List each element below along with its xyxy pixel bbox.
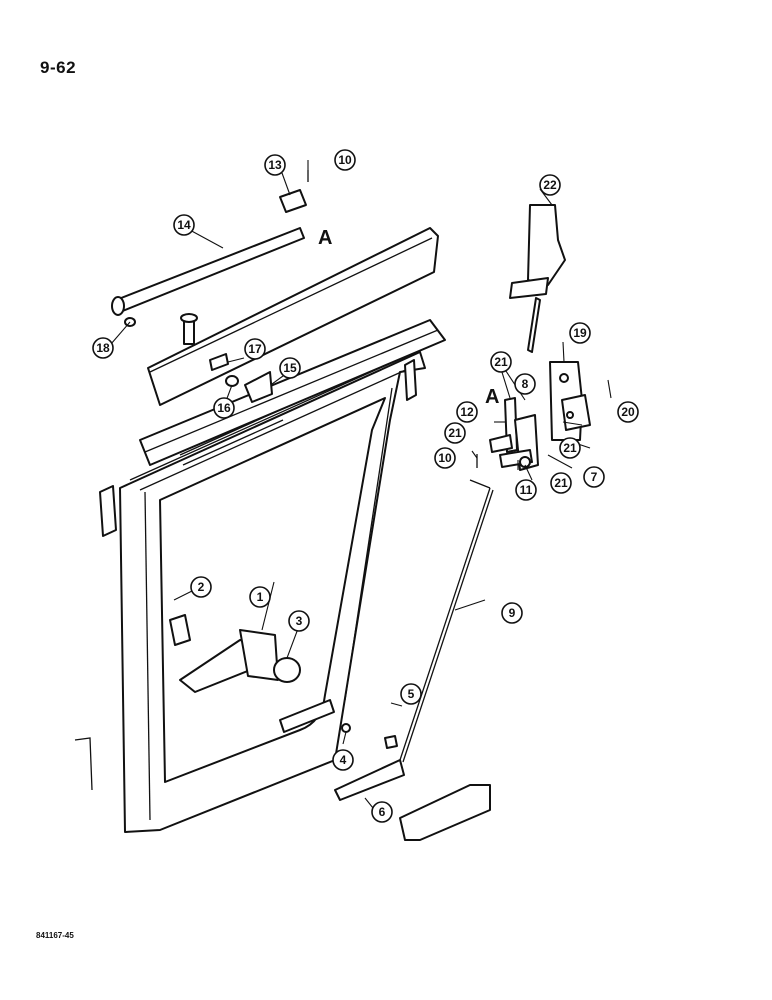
section-marker-a-latch: A <box>485 386 499 408</box>
callout-12: 12 <box>456 401 478 423</box>
top-rail <box>111 227 305 316</box>
callout-14: 14 <box>173 214 195 236</box>
callout-5: 5 <box>400 683 422 705</box>
svg-text:22: 22 <box>543 178 557 192</box>
figure-code: 841167-45 <box>36 931 74 940</box>
callout-11: 11 <box>515 479 537 501</box>
callout-1: 1 <box>249 586 271 608</box>
svg-text:14: 14 <box>177 218 191 232</box>
svg-text:3: 3 <box>296 614 303 628</box>
svg-text:21: 21 <box>563 441 577 455</box>
svg-text:21: 21 <box>554 476 568 490</box>
callout-9: 9 <box>501 602 523 624</box>
svg-text:4: 4 <box>340 753 347 767</box>
svg-text:15: 15 <box>283 361 297 375</box>
callout-15: 15 <box>279 357 301 379</box>
callout-10-latch: 10 <box>434 447 456 469</box>
svg-text:18: 18 <box>96 341 110 355</box>
latch-assembly <box>509 204 566 353</box>
callout-2: 2 <box>190 576 212 598</box>
callout-6: 6 <box>371 801 393 823</box>
callout-21-right: 21 <box>559 437 581 459</box>
svg-text:7: 7 <box>591 470 598 484</box>
svg-text:12: 12 <box>460 405 474 419</box>
callout-21-top: 21 <box>490 351 512 373</box>
svg-text:11: 11 <box>520 483 533 497</box>
linkage-parts <box>489 397 539 471</box>
callout-21-left: 21 <box>444 422 466 444</box>
svg-text:2: 2 <box>198 580 205 594</box>
svg-text:8: 8 <box>522 377 529 391</box>
svg-text:6: 6 <box>379 805 386 819</box>
svg-text:13: 13 <box>268 158 282 172</box>
svg-text:19: 19 <box>573 326 587 340</box>
svg-text:16: 16 <box>217 401 231 415</box>
svg-text:1: 1 <box>257 590 264 604</box>
callout-3: 3 <box>288 610 310 632</box>
svg-text:21: 21 <box>448 426 462 440</box>
callout-10-top: 10 <box>334 149 356 171</box>
svg-text:9: 9 <box>509 606 516 620</box>
callout-13: 13 <box>264 154 286 176</box>
callout-17: 17 <box>244 338 266 360</box>
svg-text:5: 5 <box>408 687 415 701</box>
callout-16: 16 <box>213 397 235 419</box>
callout-19: 19 <box>569 322 591 344</box>
section-marker-a-upper: A <box>318 227 332 249</box>
lower-brackets <box>279 699 491 841</box>
callout-20: 20 <box>617 401 639 423</box>
callout-22: 22 <box>539 174 561 196</box>
svg-text:10: 10 <box>338 153 352 167</box>
svg-text:17: 17 <box>248 342 262 356</box>
callout-8: 8 <box>514 373 536 395</box>
svg-text:10: 10 <box>438 451 452 465</box>
upper-hardware <box>124 170 478 468</box>
latch <box>549 361 591 441</box>
callout-7: 7 <box>583 466 605 488</box>
door-top-panel <box>139 319 446 466</box>
callout-21-bottom: 21 <box>550 472 572 494</box>
svg-text:21: 21 <box>494 355 508 369</box>
connecting-rod <box>399 479 494 763</box>
page-number: 9-62 <box>40 58 77 77</box>
callout-4: 4 <box>332 749 354 771</box>
callout-18: 18 <box>92 337 114 359</box>
svg-text:20: 20 <box>621 405 635 419</box>
handle-assembly <box>169 614 301 693</box>
